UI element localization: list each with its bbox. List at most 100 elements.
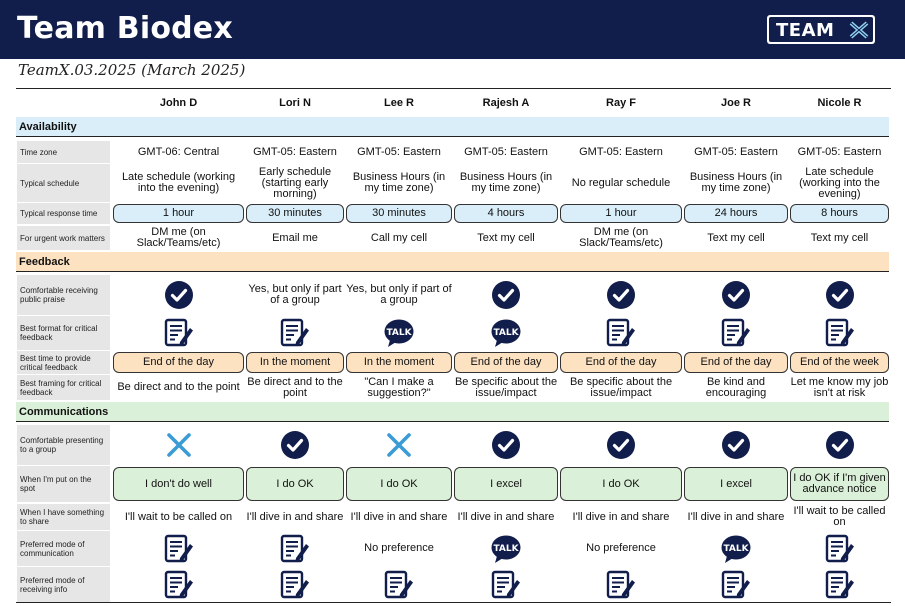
document-icon xyxy=(454,567,558,602)
cell-urgent-joe-r: Text my cell xyxy=(707,231,765,244)
document-icon xyxy=(164,570,193,598)
cross-icon xyxy=(346,425,452,465)
check-icon xyxy=(722,431,750,459)
cell-typical-schedule-nicole-r: Late schedule (working into the evening) xyxy=(799,165,880,200)
pill-response-time-joe-r: 24 hours xyxy=(684,204,788,223)
document-icon xyxy=(721,570,750,598)
check-icon xyxy=(164,281,193,309)
logo-box: TEAM xyxy=(769,17,873,42)
cell-typical-schedule-joe-r: Business Hours (in my time zone) xyxy=(689,171,783,194)
cell-something-to-share-lee-r: I'll dive in and share xyxy=(350,510,448,523)
check-icon xyxy=(607,281,635,309)
column-header-lee-r: Lee R xyxy=(384,97,414,109)
check-icon xyxy=(790,275,889,315)
document-icon xyxy=(113,531,244,566)
column-header-lori-n: Lori N xyxy=(279,97,311,109)
cell-urgent-lori-n: Email me xyxy=(272,231,318,244)
column-header-nicole-r: Nicole R xyxy=(817,97,862,109)
cell-public-praise-lee-r: Yes, but only if part of a group xyxy=(346,283,452,306)
document-icon xyxy=(790,316,889,350)
cell-typical-schedule-lee-r: Business Hours (in my time zone) xyxy=(352,171,446,194)
cell-typical-schedule-rajesh-a: Business Hours (in my time zone) xyxy=(459,171,553,194)
pill-response-time-nicole-r: 8 hours xyxy=(790,204,889,223)
document-icon xyxy=(606,570,635,598)
column-header-rajesh-a: Rajesh A xyxy=(482,97,530,109)
cell-public-praise-lori-n: Yes, but only if part of a group xyxy=(248,283,342,306)
check-icon xyxy=(113,275,244,315)
cell-comm-mode-ray-f: No preference xyxy=(586,542,656,554)
row-label-on-the-spot: When I'm put on the spot xyxy=(17,466,110,502)
cell-something-to-share-lori-n: I'll dive in and share xyxy=(246,510,344,523)
document-icon xyxy=(825,318,854,347)
cell-critical-framing-john-d: Be direct and to the point xyxy=(117,381,240,393)
cell-comm-mode-lee-r: No preference xyxy=(364,542,434,554)
pill-critical-time-lori-n: In the moment xyxy=(246,352,344,373)
cross-icon xyxy=(113,425,244,465)
check-icon xyxy=(560,425,682,465)
check-icon xyxy=(825,431,854,459)
cell-something-to-share-rajesh-a: I'll dive in and share xyxy=(457,510,555,523)
cell-something-to-share-ray-f: I'll dive in and share xyxy=(572,510,670,523)
check-icon xyxy=(454,425,558,465)
svg-text:TALK: TALK xyxy=(386,328,412,338)
talk-icon: TALK xyxy=(491,319,521,347)
cell-time-zone-rajesh-a: GMT-05: Eastern xyxy=(464,145,548,158)
check-icon xyxy=(722,281,750,309)
talk-icon: TALK xyxy=(384,319,414,347)
check-icon xyxy=(790,425,889,465)
logo-text: TEAM xyxy=(776,20,835,41)
cell-time-zone-nicole-r: GMT-05: Eastern xyxy=(797,145,882,158)
document-icon xyxy=(560,316,682,350)
pill-on-the-spot-john-d: I don't do well xyxy=(113,467,244,501)
cell-time-zone-john-d: GMT-06: Central xyxy=(137,145,220,158)
row-label-critical-time: Best time to provide critical feedback xyxy=(17,351,110,374)
row-label-response-time: Typical response time xyxy=(17,203,110,224)
cell-typical-schedule-john-d: Late schedule (working into the evening) xyxy=(121,171,236,194)
document-icon xyxy=(246,531,344,566)
cell-urgent-ray-f: DM me (on Slack/Teams/etc) xyxy=(579,226,663,249)
row-label-presenting: Comfortable presenting to a group xyxy=(17,425,110,465)
document-icon xyxy=(280,318,309,347)
document-icon xyxy=(825,570,854,598)
cell-time-zone-ray-f: GMT-05: Eastern xyxy=(579,145,663,158)
document-icon xyxy=(164,318,193,347)
document-icon xyxy=(790,531,889,566)
section-availability: Availability xyxy=(16,117,889,137)
check-icon xyxy=(684,425,788,465)
document-icon xyxy=(246,567,344,602)
cell-critical-framing-lee-r: "Can I make a suggestion?" xyxy=(364,375,434,399)
cell-critical-framing-rajesh-a: Be specific about the issue/impact xyxy=(454,375,558,399)
document-icon xyxy=(560,567,682,602)
cross-icon xyxy=(387,433,411,457)
pill-on-the-spot-ray-f: I do OK xyxy=(560,467,682,501)
cell-critical-framing-lori-n: Be direct and to the point xyxy=(247,375,343,399)
talk-icon: TALK xyxy=(721,535,751,563)
cell-time-zone-lee-r: GMT-05: Eastern xyxy=(357,145,441,158)
page-header: Team Biodex TEAM xyxy=(0,0,905,59)
check-icon xyxy=(684,275,788,315)
cell-time-zone-lori-n: GMT-05: Eastern xyxy=(253,145,337,158)
document-icon xyxy=(825,534,854,562)
document-icon xyxy=(246,316,344,350)
check-icon xyxy=(246,425,344,465)
column-header-ray-f: Ray F xyxy=(606,97,636,109)
team-logo: TEAM xyxy=(767,15,875,44)
document-icon xyxy=(346,567,452,602)
column-header-joe-r: Joe R xyxy=(721,97,751,109)
pill-critical-time-john-d: End of the day xyxy=(113,352,244,373)
subtitle: TeamX.03.2025 (March 2025) xyxy=(18,61,246,79)
cell-time-zone-joe-r: GMT-05: Eastern xyxy=(694,145,778,158)
check-icon xyxy=(454,275,558,315)
pill-response-time-ray-f: 1 hour xyxy=(560,204,682,223)
logo-x-icon xyxy=(849,21,869,39)
row-label-time-zone: Time zone xyxy=(17,141,110,163)
check-icon xyxy=(281,431,309,459)
talk-icon: TALK xyxy=(454,316,558,350)
row-label-urgent: For urgent work matters xyxy=(17,226,110,250)
cell-typical-schedule-ray-f: No regular schedule xyxy=(571,176,671,189)
cross-icon xyxy=(166,433,191,457)
row-label-something-to-share: When I have something to share xyxy=(17,504,110,530)
document-icon xyxy=(384,570,413,598)
pill-critical-time-rajesh-a: End of the day xyxy=(454,352,558,373)
svg-text:TALK: TALK xyxy=(723,544,749,554)
